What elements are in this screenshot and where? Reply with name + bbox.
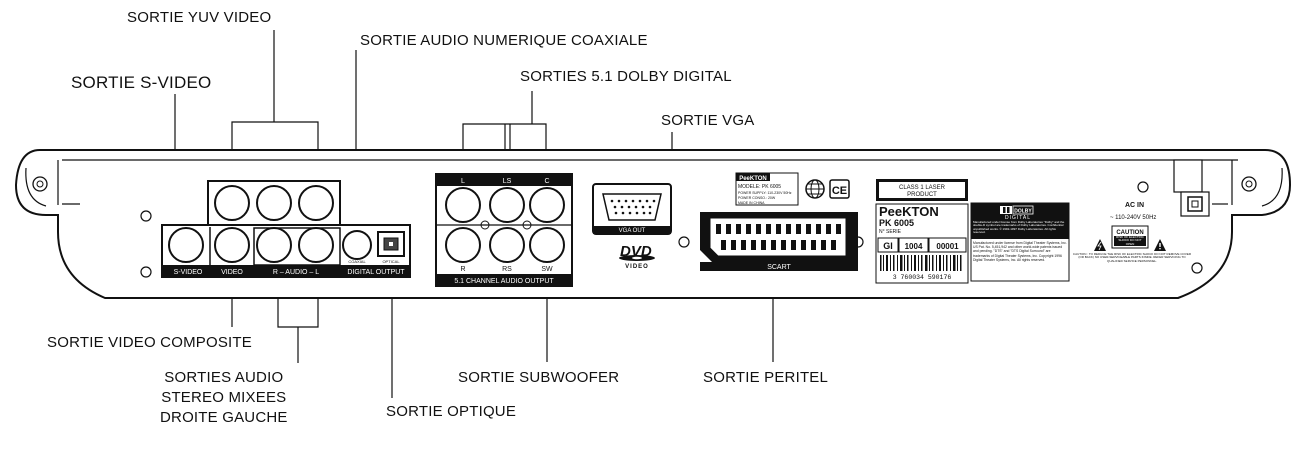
scart-port[interactable] [709, 217, 847, 257]
barcode-digits: 3 760034 590176 [893, 274, 952, 281]
ch-rs-label: RS [502, 266, 512, 273]
composite-video-jack[interactable] [214, 227, 250, 263]
callout-composite-video: SORTIE VIDEO COMPOSITE [47, 334, 252, 351]
digital-output-label: DIGITAL OUTPUT [347, 269, 405, 276]
ch-c-label: C [544, 178, 549, 185]
ac-in-label: AC IN [1125, 202, 1144, 209]
caution-text: CAUTION : TO REDUCE THE RISK OF ELECTRIC… [1072, 253, 1192, 263]
ce-mark-icon [829, 179, 850, 199]
serial-gi: GI [883, 241, 893, 251]
exclamation-warning-icon [1154, 239, 1166, 251]
jack-l[interactable] [445, 187, 481, 223]
vga-block: VGA OUT DVD VIDEO [592, 183, 672, 270]
model-line: MODELE: PK 6005 [738, 184, 781, 190]
jack-r[interactable] [445, 227, 481, 263]
laser-line-1: CLASS 1 LASER [899, 185, 946, 191]
made-in: MADE IN CHINA [738, 201, 765, 205]
channel-51-block: L LS C R RS SW 5.1 CHANNEL AUDIO OUTPUT [435, 173, 573, 287]
scart-block: SCART [700, 212, 858, 271]
serial-00001: 00001 [936, 242, 959, 251]
callout-optical: SORTIE OPTIQUE [386, 403, 517, 420]
callout-stereo-line-1: SORTIES AUDIO [164, 369, 284, 386]
globe-recycle-icon [805, 179, 825, 199]
s-video-label: S-VIDEO [174, 269, 203, 276]
audio-left-jack[interactable] [298, 227, 334, 263]
serial-1004: 1004 [905, 242, 923, 251]
ch-ls-label: LS [503, 178, 512, 185]
audio-right-jack[interactable] [256, 227, 292, 263]
brand-small: PeeKTON [739, 176, 767, 182]
dvd-video-logo: DVD VIDEO [619, 243, 655, 270]
yuv-jacks[interactable] [214, 185, 334, 221]
serie-label: N° SERIE [879, 229, 902, 235]
caution-sub: RISK OF ELECTRIC SHOCK DO NOT OPEN [1116, 236, 1144, 246]
ac-voltage-label: ~ 110-240V 50Hz [1110, 215, 1156, 221]
jack-rs[interactable] [489, 227, 525, 263]
callout-yuv-video: SORTIE YUV VIDEO [127, 9, 272, 26]
callout-stereo-line-3: DROITE GAUCHE [160, 409, 288, 426]
ce-mark-text: CE [832, 185, 847, 197]
analog-output-block: S-VIDEO VIDEO R – AUDIO – L DIGITAL OUTP… [161, 180, 411, 278]
callout-dolby-51: SORTIES 5.1 DOLBY DIGITAL [520, 68, 732, 85]
barcode [880, 255, 962, 271]
callout-stereo-line-2: STEREO MIXEES [161, 389, 287, 406]
callout-subwoofer: SORTIE SUBWOOFER [458, 369, 620, 386]
coaxial-jack[interactable] [342, 230, 372, 260]
callout-coaxial-audio: SORTIE AUDIO NUMERIQUE COAXIALE [360, 32, 648, 49]
callout-stereo-audio: SORTIES AUDIO STEREO MIXEES DROITE GAUCH… [160, 368, 288, 428]
lightning-warning-icon [1094, 239, 1106, 251]
power-section: AC IN ~ 110-240V 50Hz CAUTION RISK OF EL… [1072, 159, 1210, 263]
vga-port[interactable] [602, 193, 662, 221]
dolby-dts-label: DOLBY DIGITAL Manufactured under license… [970, 202, 1070, 282]
channel-output-label: 5.1 CHANNEL AUDIO OUTPUT [454, 278, 554, 285]
model-label: PeeKTON MODELE: PK 6005 POWER SUPPLY: 11… [735, 172, 850, 206]
callout-vga: SORTIE VGA [661, 112, 755, 129]
laser-serial-label: CLASS 1 LASER PRODUCT PeeKTON PK 6005 N°… [875, 179, 969, 284]
dolby-box-text: DOLBY [1014, 209, 1032, 215]
model-big: PK 6005 [879, 218, 914, 228]
scart-label: SCART [767, 264, 791, 271]
video-label: VIDEO [221, 269, 243, 276]
laser-line-2: PRODUCT [907, 192, 937, 198]
dolby-digital-text: DIGITAL [1005, 215, 1031, 221]
power-cons: POWER CONSO.: 20W [738, 196, 776, 200]
audio-label: R – AUDIO – L [273, 269, 319, 276]
dts-license-text: Manufactured under license from Digital … [973, 241, 1067, 262]
jack-ls[interactable] [489, 187, 525, 223]
ch-r-label: R [460, 266, 465, 273]
power-supply: POWER SUPPLY: 110-230V 50Hz [738, 191, 792, 195]
ch-l-label: L [461, 178, 465, 185]
s-video-jack[interactable] [168, 227, 204, 263]
jack-sw[interactable] [529, 227, 565, 263]
coaxial-label: COAXIAL [348, 259, 366, 264]
optical-label: OPTICAL [382, 259, 400, 264]
jack-c[interactable] [529, 187, 565, 223]
caution-title: CAUTION [1116, 230, 1143, 236]
ch-sw-label: SW [541, 266, 553, 273]
vga-out-label: VGA OUT [619, 228, 646, 234]
brand-big: PeeKTON [879, 204, 939, 219]
callout-s-video: SORTIE S-VIDEO [71, 73, 212, 92]
dolby-license-text: Manufactured under license from Dolby La… [973, 221, 1065, 235]
callout-peritel: SORTIE PERITEL [703, 369, 829, 386]
dvd-video-text: VIDEO [625, 264, 649, 270]
